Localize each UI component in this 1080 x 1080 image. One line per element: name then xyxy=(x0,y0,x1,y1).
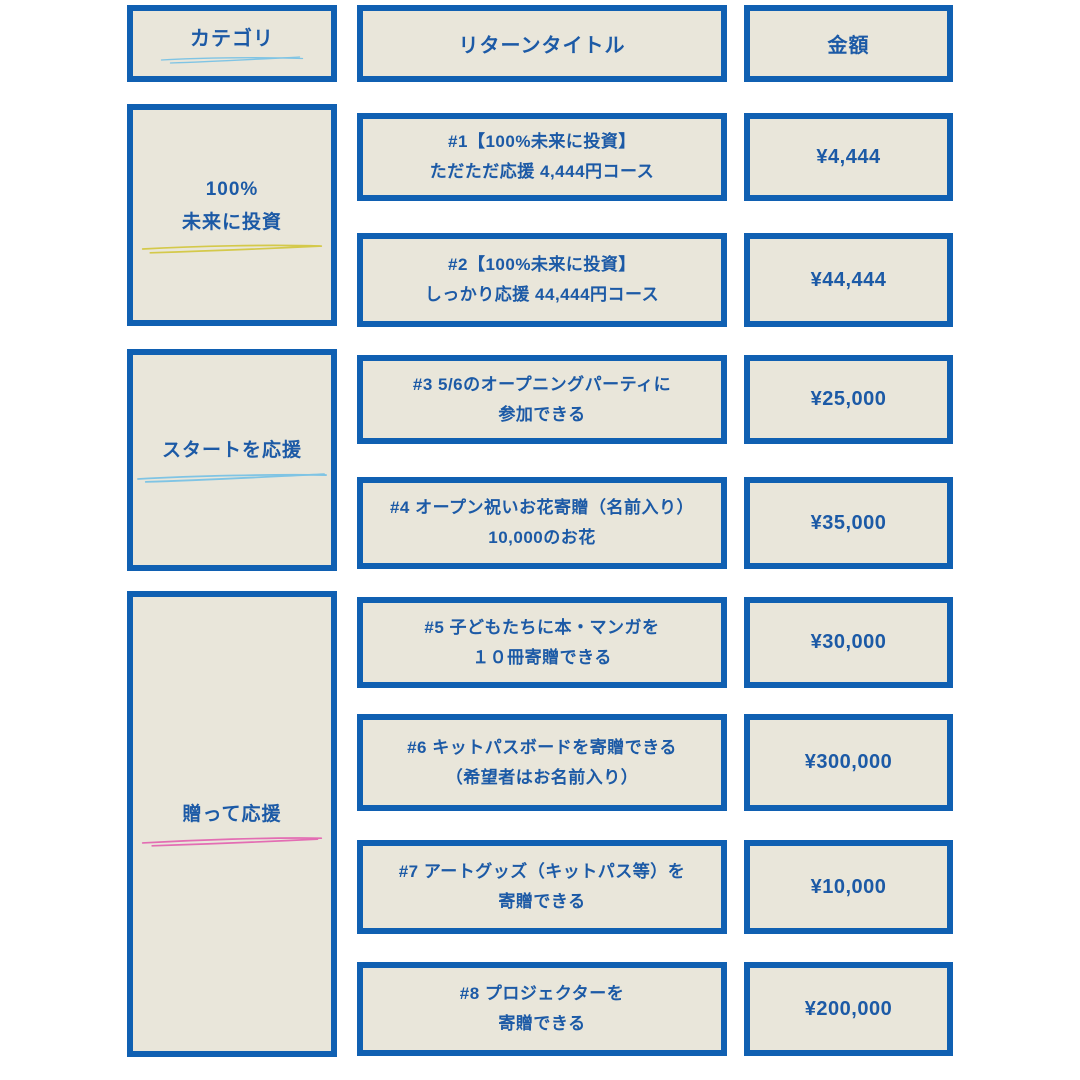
return-title: #7 アートグッズ（キットパス等）を 寄贈できる xyxy=(398,862,686,911)
amount-cell: ¥30,000 xyxy=(744,597,953,688)
amount-cell: ¥44,444 xyxy=(744,233,953,327)
amount-cell: ¥300,000 xyxy=(744,714,953,811)
amount-value: ¥4,444 xyxy=(816,145,881,168)
header-category-cell: カテゴリ xyxy=(127,5,337,82)
return-title-cell: #6 キットパスボードを寄贈できる （希望者はお名前入り） xyxy=(357,714,727,811)
category-label: 100% 未来に投資 xyxy=(181,179,282,233)
amount-cell: ¥4,444 xyxy=(744,113,953,201)
underline-scribble-icon xyxy=(141,836,323,847)
header-title-cell: リターンタイトル xyxy=(357,5,727,82)
return-title-cell: #2【100%未来に投資】 しっかり応援 44,444円コース xyxy=(357,233,727,327)
underline-scribble-icon xyxy=(137,472,327,483)
return-title: #1【100%未来に投資】 ただただ応援 4,444円コース xyxy=(429,132,655,181)
amount-value: ¥35,000 xyxy=(810,511,887,534)
amount-value: ¥200,000 xyxy=(804,997,893,1020)
return-title-cell: #1【100%未来に投資】 ただただ応援 4,444円コース xyxy=(357,113,727,201)
return-title: #3 5/6のオープニングパーティに 参加できる xyxy=(412,374,672,424)
amount-cell: ¥35,000 xyxy=(744,477,953,569)
amount-value: ¥30,000 xyxy=(810,631,887,653)
return-title-cell: #3 5/6のオープニングパーティに 参加できる xyxy=(357,355,727,444)
return-title-cell: #8 プロジェクターを 寄贈できる xyxy=(357,962,727,1056)
category-label: 贈って応援 xyxy=(182,804,282,826)
return-title-cell: #4 オープン祝いお花寄贈（名前入り） 10,000のお花 xyxy=(357,477,727,569)
amount-cell: ¥200,000 xyxy=(744,962,953,1056)
amount-value: ¥300,000 xyxy=(804,751,893,773)
underline-scribble-icon xyxy=(141,244,323,254)
category-label: スタートを応援 xyxy=(161,440,302,462)
header-amount-cell: 金額 xyxy=(744,5,953,82)
amount-value: ¥44,444 xyxy=(810,268,887,291)
return-title: #4 オープン祝いお花寄贈（名前入り） 10,000のお花 xyxy=(389,498,695,547)
return-title: #2【100%未来に投資】 しっかり応援 44,444円コース xyxy=(424,255,660,304)
return-title-cell: #5 子どもたちに本・マンガを １０冊寄贈できる xyxy=(357,597,727,688)
return-title-cell: #7 アートグッズ（キットパス等）を 寄贈できる xyxy=(357,840,727,934)
amount-value: ¥25,000 xyxy=(810,388,887,410)
header-title-label: リターンタイトル xyxy=(458,35,626,57)
underline-scribble-icon xyxy=(160,55,304,64)
return-title: #6 キットパスボードを寄贈できる （希望者はお名前入り） xyxy=(407,737,677,787)
return-title: #5 子どもたちに本・マンガを １０冊寄贈できる xyxy=(424,617,660,667)
category-cell-start: スタートを応援 xyxy=(127,349,337,571)
category-cell-gift: 贈って応援 xyxy=(127,591,337,1057)
header-amount-label: 金額 xyxy=(827,35,870,57)
return-title: #8 プロジェクターを 寄贈できる xyxy=(459,984,625,1033)
header-category-label: カテゴリ xyxy=(190,27,274,50)
amount-cell: ¥25,000 xyxy=(744,355,953,444)
category-cell-invest: 100% 未来に投資 xyxy=(127,104,337,326)
amount-value: ¥10,000 xyxy=(810,875,887,898)
amount-cell: ¥10,000 xyxy=(744,840,953,934)
